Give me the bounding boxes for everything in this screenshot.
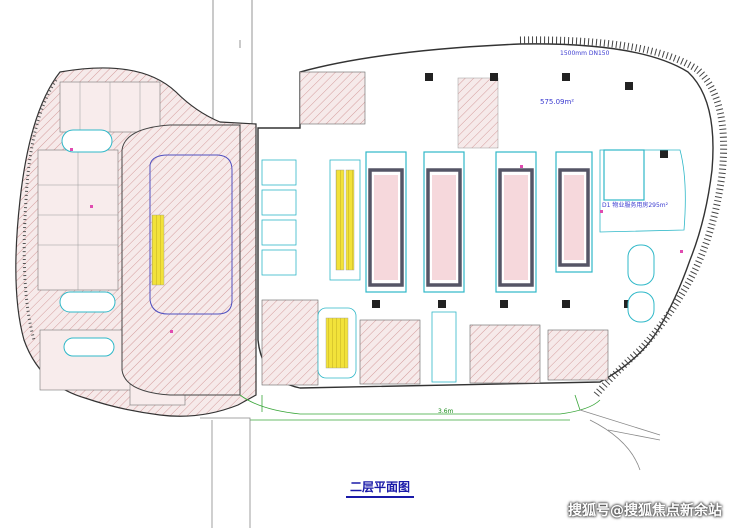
left-room-dividers xyxy=(38,82,141,290)
landscape-lines xyxy=(239,394,601,421)
central-track xyxy=(149,154,233,315)
hall-diagonal-strip xyxy=(457,77,499,149)
upper-left-rooms xyxy=(299,71,366,125)
dimension-label-top: 1500mm DN150 xyxy=(560,50,610,57)
dimension-label-bottom: 3.6m xyxy=(438,408,454,415)
left-lift-column xyxy=(261,159,297,276)
room-tags xyxy=(70,148,683,333)
top-road-lines xyxy=(212,0,253,125)
bottom-escalator xyxy=(317,307,457,383)
area-label-office-zone: D1 物业服务用房295m² xyxy=(602,202,669,209)
left-oval-features xyxy=(59,129,116,357)
plan-title: 二层平面图 xyxy=(346,478,415,498)
main-building-outline xyxy=(257,43,714,389)
right-ovals xyxy=(627,244,655,323)
right-office-zone xyxy=(599,149,686,233)
lower-road-lines xyxy=(200,409,661,528)
bottom-rooms xyxy=(261,299,609,386)
central-court xyxy=(121,124,241,396)
area-label-upper-hall: 575.09m² xyxy=(540,98,575,106)
core-dark-walls xyxy=(368,168,590,287)
central-stair-yellow xyxy=(151,214,165,286)
escalator-block xyxy=(329,159,361,281)
core-pink-fill xyxy=(374,175,584,280)
watermark-text: 搜狐号@搜狐焦点新余站 xyxy=(568,503,722,519)
